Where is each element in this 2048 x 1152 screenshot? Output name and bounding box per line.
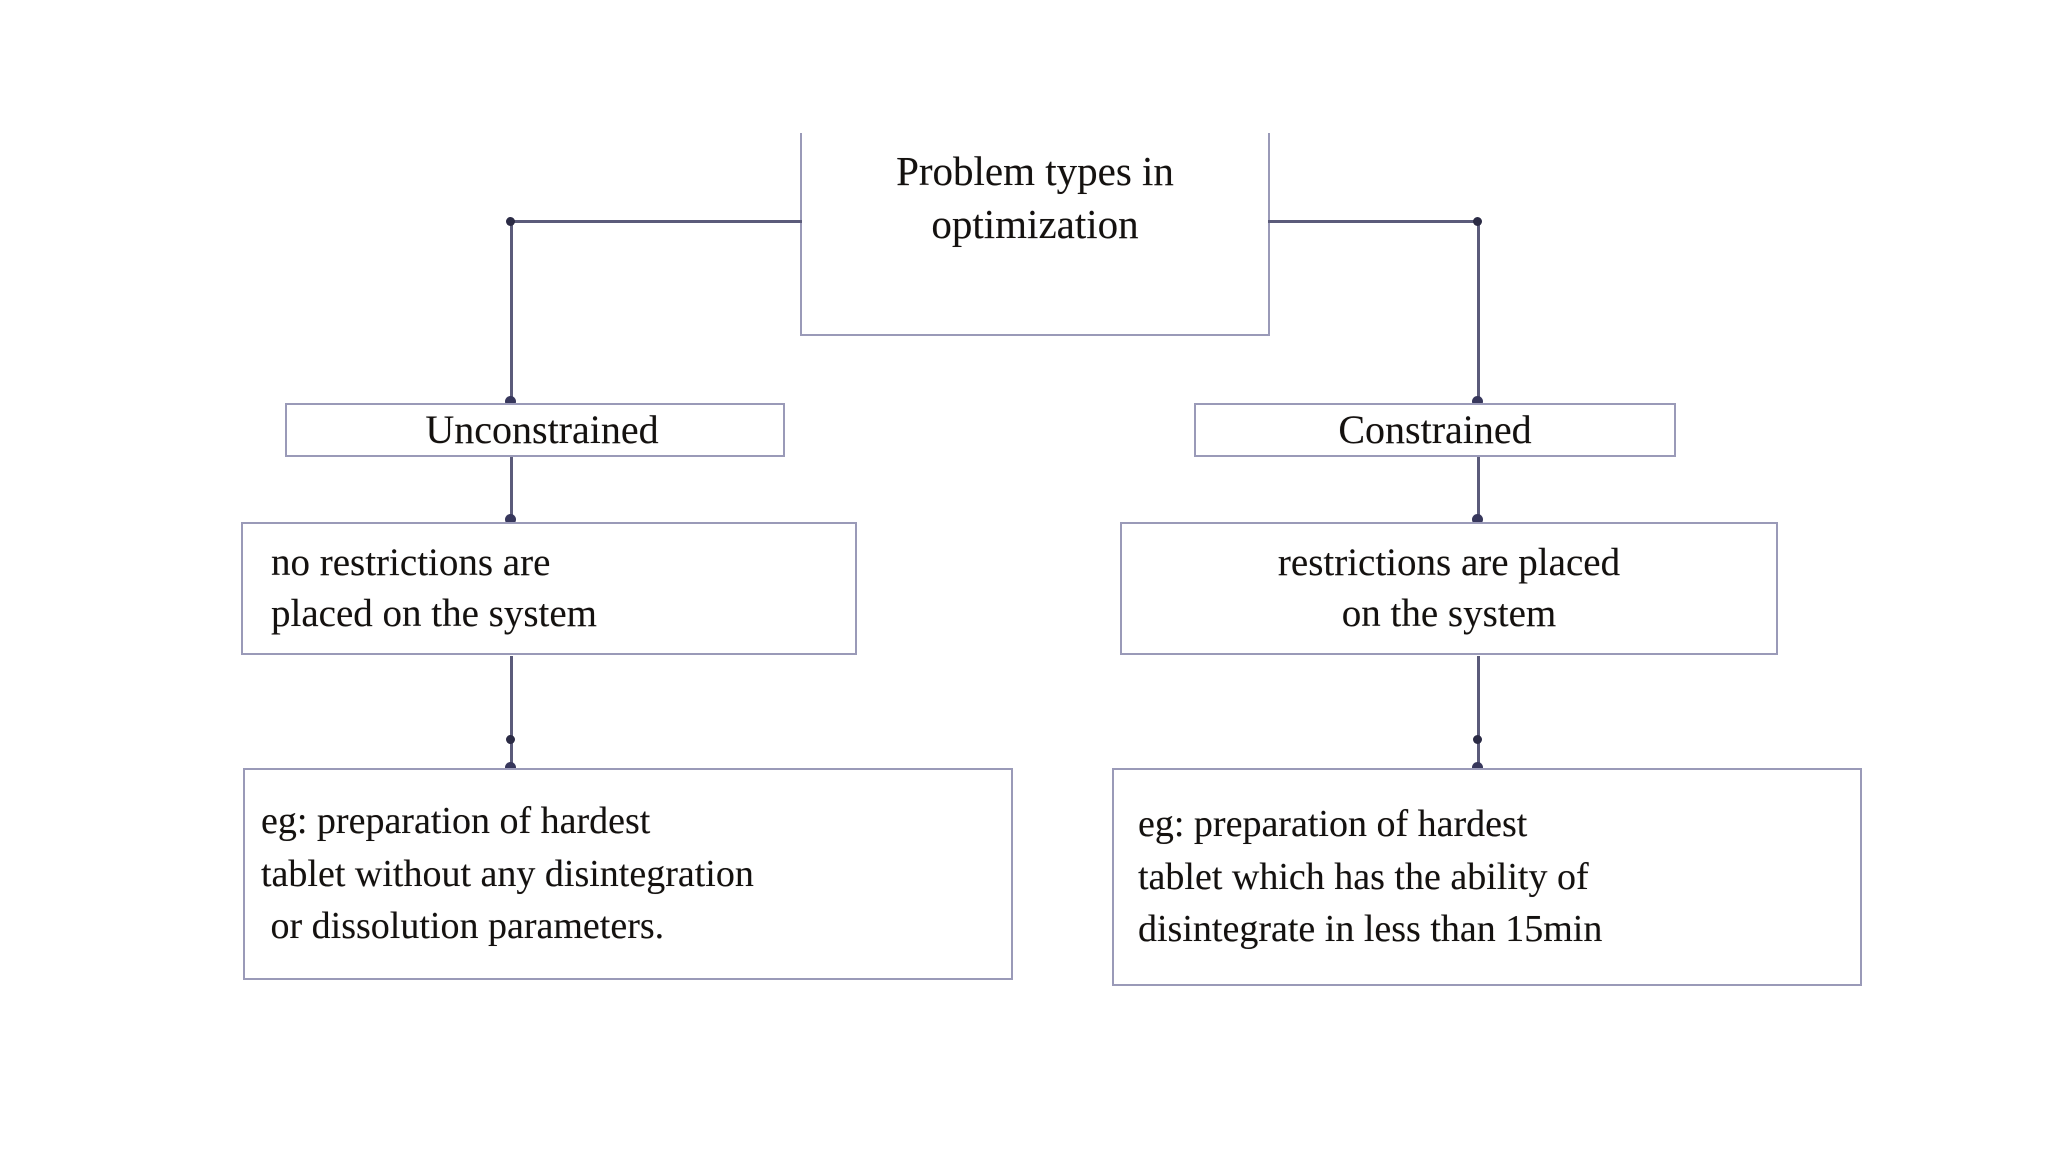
node-example-unconstrained: eg: preparation of hardest tablet withou…	[243, 768, 1013, 980]
node-problem-types-line-1: Problem types in	[896, 148, 1174, 194]
connector-description-to-example-right	[1477, 656, 1480, 770]
node-description-constrained-line-2: on the system	[1341, 591, 1557, 635]
node-constrained: Constrained	[1194, 403, 1676, 457]
arrow-head-description-right	[1472, 514, 1483, 525]
connector-description-to-example-left	[510, 656, 513, 770]
node-example-constrained-line-3: disintegrate in less than 15min	[1138, 908, 1603, 951]
connector-root-to-unconstrained-horizontal	[510, 220, 802, 223]
node-example-unconstrained-line-3: or dissolution parameters.	[261, 905, 665, 948]
node-constrained-label: Constrained	[1338, 407, 1532, 452]
connector-mid-dot-left	[506, 735, 515, 744]
node-description-constrained: restrictions are placed on the system	[1120, 522, 1778, 655]
node-example-constrained-line-2: tablet which has the ability of	[1138, 855, 1589, 898]
connector-corner-dot-left	[506, 217, 515, 226]
connector-root-to-constrained-horizontal	[1268, 220, 1480, 223]
connector-unconstrained-to-description	[510, 457, 513, 523]
connector-constrained-to-description	[1477, 457, 1480, 523]
node-unconstrained-label: Unconstrained	[425, 407, 659, 452]
connector-root-to-unconstrained-vertical	[510, 220, 513, 405]
node-example-constrained: eg: preparation of hardest tablet which …	[1112, 768, 1862, 986]
connector-mid-dot-right	[1473, 735, 1482, 744]
arrow-head-description-left	[505, 514, 516, 525]
connector-root-to-constrained-vertical	[1477, 220, 1480, 405]
arrow-head-unconstrained	[505, 396, 516, 407]
node-description-unconstrained-line-1: no restrictions are	[271, 540, 551, 584]
connector-corner-dot-right	[1473, 217, 1482, 226]
node-description-unconstrained-line-2: placed on the system	[271, 591, 597, 635]
node-example-constrained-line-1: eg: preparation of hardest	[1138, 803, 1528, 846]
arrow-head-example-left	[505, 762, 516, 773]
node-description-unconstrained: no restrictions are placed on the system	[241, 522, 857, 655]
node-example-unconstrained-line-1: eg: preparation of hardest	[261, 800, 651, 843]
arrow-head-constrained	[1472, 396, 1483, 407]
node-problem-types-line-2: optimization	[931, 201, 1139, 248]
arrow-head-example-right	[1472, 762, 1483, 773]
node-problem-types: Problem types in optimization	[800, 133, 1270, 336]
node-example-unconstrained-line-2: tablet without any disintegration	[261, 852, 754, 895]
node-description-constrained-line-1: restrictions are placed	[1277, 540, 1621, 584]
node-unconstrained: Unconstrained	[285, 403, 785, 457]
